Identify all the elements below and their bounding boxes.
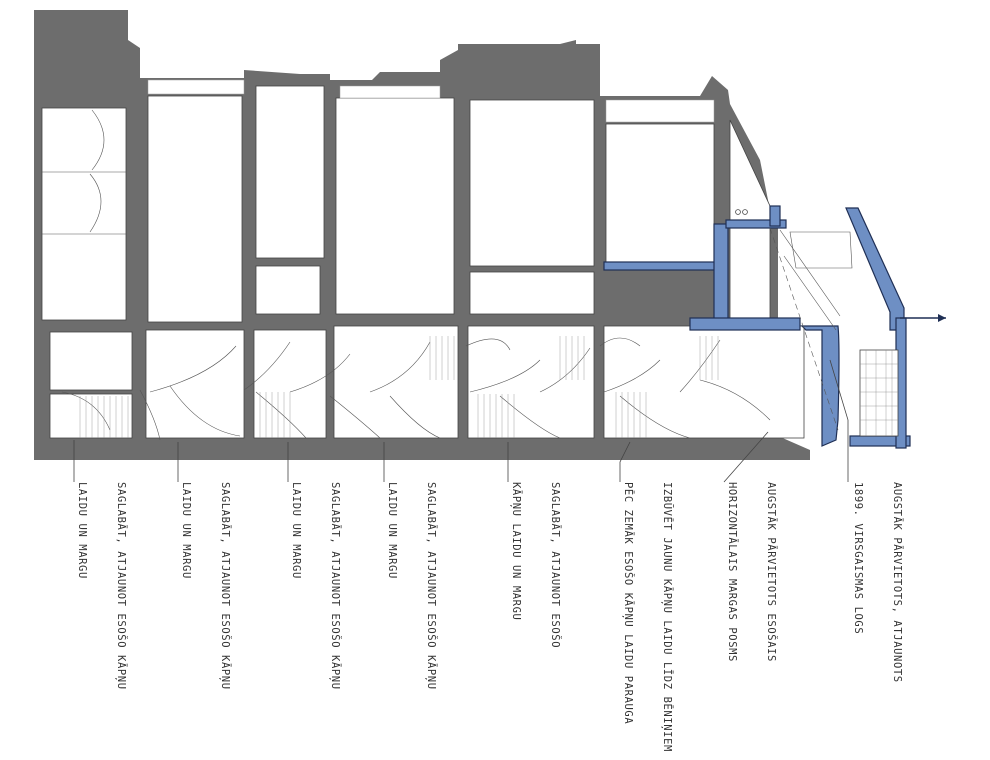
- note-stair-5: SAGLABĀT, ATJAUNOT ESOŠO KĀPŅU LAIDU UN …: [496, 482, 587, 648]
- note-stair-4-line1: SAGLABĀT, ATJAUNOT ESOŠO KĀPŅU: [425, 482, 437, 690]
- stair-stringers: [61, 337, 771, 441]
- note-stair-5-line2: KĀPŅU LAIDU UN MARGU: [510, 482, 522, 621]
- note-stair-4: SAGLABĀT, ATJAUNOT ESOŠO KĀPŅU LAIDU UN …: [372, 482, 463, 690]
- note-railing: AUGSTĀK PĀRVIETOTS ESOŠAIS HORIZONTĀLAIS…: [712, 482, 803, 662]
- note-stair-2-line2: LAIDU UN MARGU: [180, 482, 192, 579]
- note-stair-3-line1: SAGLABĀT, ATJAUNOT ESOŠO KĀPŅU: [329, 482, 341, 690]
- note-new-stair-line1: IZBŪVĒT JAUNU KĀPŅU LAIDU LĪDZ BĒNIŅIEM: [661, 482, 673, 752]
- note-stair-3: SAGLABĀT, ATJAUNOT ESOŠO KĀPŅU LAIDU UN …: [276, 482, 367, 690]
- note-stair-3-line2: LAIDU UN MARGU: [290, 482, 302, 579]
- note-railing-line2: HORIZONTĀLAIS MARGAS POSMS: [726, 482, 738, 662]
- note-railing-line1: AUGSTĀK PĀRVIETOTS ESOŠAIS: [765, 482, 777, 662]
- ridge-arrow: [735, 209, 946, 322]
- note-skylight: AUGSTĀK PĀRVIETOTS, ATJAUNOTS 1899. VIRS…: [838, 482, 929, 683]
- note-stair-2: SAGLABĀT, ATJAUNOT ESOŠO KĀPŅU LAIDU UN …: [166, 482, 257, 690]
- new-structure: [603, 205, 911, 449]
- note-skylight-line1: AUGSTĀK PĀRVIETOTS, ATJAUNOTS: [891, 482, 903, 683]
- note-new-stair: IZBŪVĒT JAUNU KĀPŅU LAIDU LĪDZ BĒNIŅIEM …: [608, 482, 699, 752]
- note-stair-4-line2: LAIDU UN MARGU: [386, 482, 398, 579]
- note-skylight-line2: 1899. VIRSGAISMAS LOGS: [852, 482, 864, 635]
- note-new-stair-line2: PĒC ZEMĀK ESOŠO KĀPŅU LAIDU PARAUGA: [622, 482, 634, 725]
- note-stair-1: SAGLABĀT, ATJAUNOT ESOŠO KĀPŅU LAIDU UN …: [62, 482, 153, 690]
- stair-band: [49, 325, 805, 439]
- note-stair-1-line1: SAGLABĀT, ATJAUNOT ESOŠO KĀPŅU: [115, 482, 127, 690]
- annotation-leaders: [73, 359, 849, 483]
- skylight-window: [769, 227, 899, 437]
- upper-rooms: [41, 79, 771, 331]
- note-stair-5-line1: SAGLABĀT, ATJAUNOT ESOŠO: [549, 482, 561, 649]
- note-stair-1-line2: LAIDU UN MARGU: [76, 482, 88, 579]
- note-stair-2-line1: SAGLABĀT, ATJAUNOT ESOŠO KĀPŅU: [219, 482, 231, 690]
- stair-balusters: [79, 336, 719, 438]
